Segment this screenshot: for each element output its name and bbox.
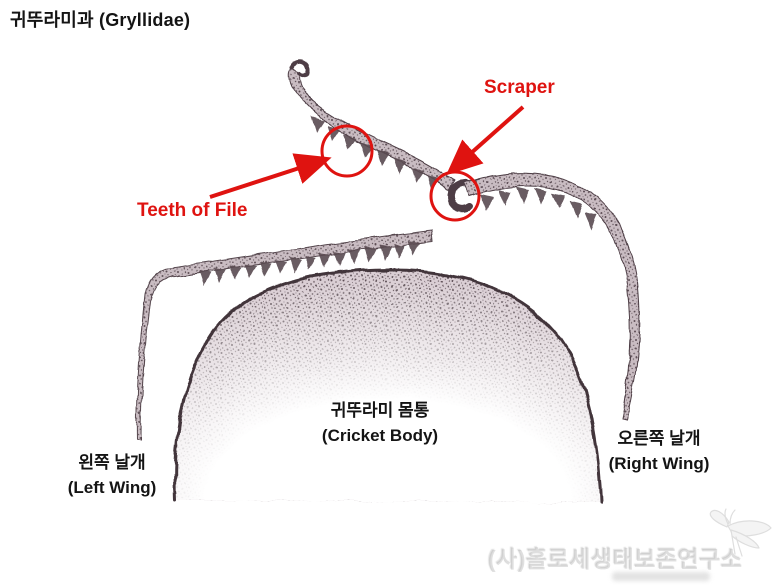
cricket-body-dome [173,268,603,505]
cricket-body-label: 귀뚜라미 몸통 (Cricket Body) [280,398,480,448]
watermark-text: (사)홀로세생태보존연구소 [488,546,743,572]
figure-title: 귀뚜라미과 (Gryllidae) [10,10,191,30]
right-wing-label-en: (Right Wing) [608,454,710,473]
cricket-body-label-en: (Cricket Body) [321,426,439,445]
left-wing-drawing [136,229,434,442]
left-wing-teeth [199,240,421,286]
right-wing-teeth [480,187,597,229]
wing-tip-curl [290,59,312,78]
teeth-of-file-arrow [209,153,332,199]
teeth-of-file-circle [320,124,374,178]
right-wing-label-ko: 오른쪽 날개 [617,429,701,448]
file-teeth [311,116,440,192]
file-band-drawing [288,59,455,192]
annotation-layer [209,105,525,222]
teeth-of-file-label: Teeth of File [137,200,248,221]
left-wing-label-en: (Left Wing) [67,478,157,497]
scraper-circle [429,170,481,222]
sketch-layer [136,59,640,505]
right-wing-drawing [461,172,640,422]
right-wing-label: 오른쪽 날개 (Right Wing) [582,426,736,476]
butterfly-logo-icon [709,508,772,557]
left-wing-label-ko: 왼쪽 날개 [78,453,146,472]
scraper-hook [447,180,474,212]
cricket-body-label-ko: 귀뚜라미 몸통 [330,401,430,420]
left-wing-label: 왼쪽 날개 (Left Wing) [36,450,188,500]
watermark-subtext-illegible [612,572,710,581]
scraper-label: Scraper [484,77,555,98]
scraper-arrow [446,105,525,176]
